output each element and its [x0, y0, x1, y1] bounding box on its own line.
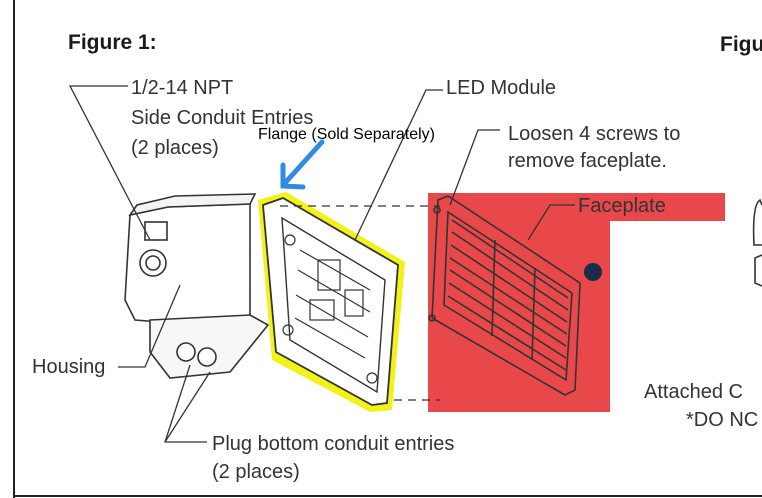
loosen-callout-line2: remove faceplate.: [508, 150, 667, 172]
plug-callout-line1: Plug bottom conduit entries: [212, 433, 455, 455]
loosen-callout-line1: Loosen 4 screws to: [508, 123, 681, 145]
flange-arrow-icon: [280, 139, 325, 190]
plug-callout-line2: (2 places): [212, 461, 300, 483]
led-module-label: LED Module: [446, 77, 557, 99]
housing-label: Housing: [32, 356, 106, 378]
conduit-callout-line1: 1/2-14 NPT: [131, 77, 234, 99]
leader-lines: [68, 85, 575, 443]
faceplate-drawing: [428, 195, 581, 396]
attached-note-partial: Attached C: [644, 381, 743, 403]
figure-title: Figure 1:: [68, 31, 157, 54]
conduit-callout-line2: Side Conduit Entries: [131, 107, 314, 129]
do-not-note-partial: *DO NC: [686, 409, 759, 431]
alignment-lines: [280, 205, 440, 401]
faceplate-label: Faceplate: [578, 195, 666, 217]
marker-dot: [584, 263, 602, 281]
flange-label: Flange (Sold Separately): [258, 126, 435, 143]
conduit-callout-line3: (2 places): [131, 137, 219, 159]
figure2-partial: [752, 198, 762, 287]
figure2-title-partial: Figu: [720, 33, 762, 56]
housing-drawing: [124, 193, 270, 379]
faceplate-label-highlight: [610, 193, 725, 221]
led-module-drawing: [258, 192, 405, 412]
